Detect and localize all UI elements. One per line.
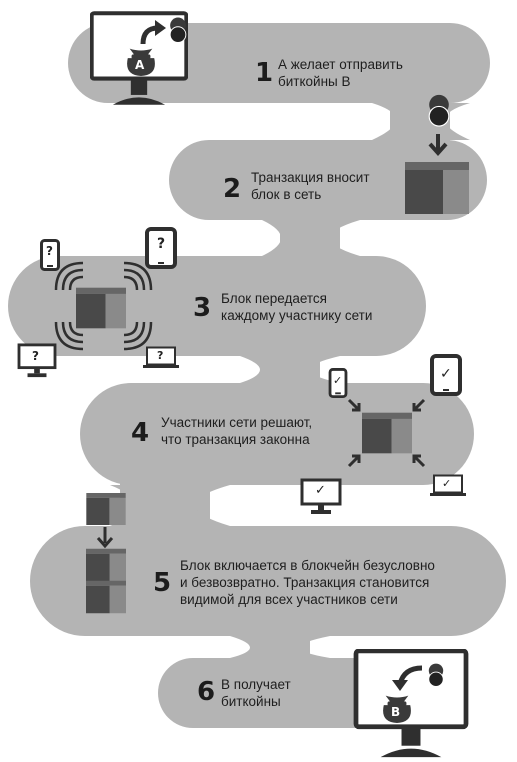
checkmark-icon: ✓ xyxy=(315,483,326,498)
step-6-number: 6 xyxy=(197,677,216,707)
step-2-number: 2 xyxy=(223,174,242,204)
block-box-icon xyxy=(405,162,469,214)
unknown-mark: ? xyxy=(157,349,164,362)
checkmark-icon: ✓ xyxy=(440,366,452,382)
step-1-number: 1 xyxy=(255,58,274,88)
step-6-text: В получает биткойны xyxy=(221,677,291,709)
step-1-text: А желает отправить биткойны В xyxy=(278,57,403,89)
block-box-icon xyxy=(362,412,412,454)
coins-icon xyxy=(428,94,450,127)
sender-wallet-label: A xyxy=(135,58,145,72)
coins-icon xyxy=(428,663,444,687)
receiver-monitor-icon xyxy=(356,651,466,757)
step-5-text: Блок включается в блокчейн безусловно и … xyxy=(180,558,435,607)
down-arrow-icon xyxy=(428,134,448,157)
step-3-text: Блок передается каждому участнику сети xyxy=(221,291,373,323)
curved-arrow-head xyxy=(392,680,408,691)
step-3-number: 3 xyxy=(193,293,212,323)
blockchain-stack-icon xyxy=(86,548,126,614)
step-5-number: 5 xyxy=(153,568,172,598)
checkmark-icon: ✓ xyxy=(442,477,452,490)
inward-arrow-icon xyxy=(347,398,426,468)
unknown-mark: ? xyxy=(46,244,53,258)
coins-icon xyxy=(169,17,187,43)
step-4-number: 4 xyxy=(131,418,150,448)
step-4-text: Участники сети решают, что транзакция за… xyxy=(161,415,313,447)
down-arrow-icon xyxy=(96,527,114,549)
block-box-icon xyxy=(76,287,126,329)
ribbon-necks xyxy=(110,103,470,658)
curved-arrow-head xyxy=(155,20,166,36)
checkmark-icon: ✓ xyxy=(333,374,343,387)
signal-waves-icon xyxy=(54,261,153,351)
unknown-mark: ? xyxy=(32,349,39,363)
step-2-text: Транзакция вносит блок в сеть xyxy=(251,170,370,202)
receiver-wallet-label: B xyxy=(391,705,401,719)
block-box-icon xyxy=(86,493,126,525)
unknown-mark: ? xyxy=(157,236,166,252)
